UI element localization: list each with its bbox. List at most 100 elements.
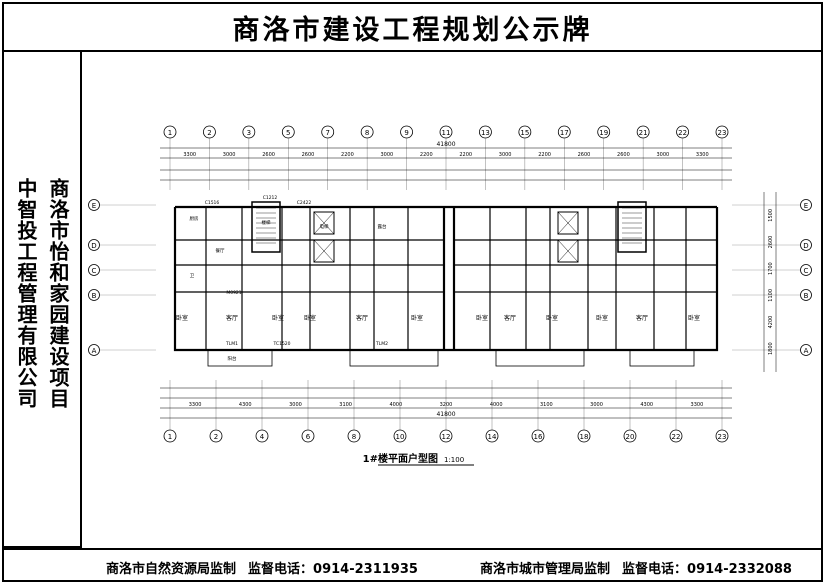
elevator-shaft: [313, 211, 335, 235]
room-label: 卧室: [596, 314, 608, 322]
axis-letter-side: E: [804, 202, 808, 210]
axis-letter-side: B: [92, 292, 97, 300]
footer: 商洛市自然资源局监制监督电话：0914-2311935 商洛市城市管理局监制监督…: [2, 548, 823, 582]
axis-number-bottom: 10: [396, 433, 405, 441]
axis-bubble-side: [88, 199, 100, 211]
dimension-text-right: 1700: [768, 262, 774, 275]
dimension-text-right: 1100: [768, 289, 774, 302]
room-label: 卧室: [176, 314, 188, 322]
elevator-shaft: [557, 211, 579, 235]
total-dimension-top: 41800: [436, 141, 455, 148]
balcony: [495, 349, 585, 367]
room-small-label: TC1520: [272, 341, 290, 347]
axis-number-top: 19: [599, 129, 608, 137]
elevator-cross: [557, 211, 579, 235]
axis-number-bottom: 22: [672, 433, 681, 441]
axis-letter-side: A: [92, 347, 97, 355]
elevator-cross: [313, 239, 335, 263]
dimension-text-top: 2600: [262, 152, 275, 158]
dimension-text-bottom: 4300: [239, 402, 252, 408]
axis-number-bottom: 20: [626, 433, 635, 441]
room-label: 客厅: [504, 314, 516, 322]
elevator-cross: [557, 239, 579, 263]
plan-caption: 1#楼平面户型图: [363, 452, 438, 465]
dimension-text-top: 3000: [499, 152, 512, 158]
axis-letter-side: D: [91, 242, 96, 250]
axis-number-bottom: 8: [352, 433, 356, 441]
dimension-text-bottom: 4000: [389, 402, 402, 408]
room-small-label: C1516: [205, 200, 220, 206]
dimension-text-right: 1500: [768, 209, 774, 222]
dimension-text-top: 2600: [578, 152, 591, 158]
room-small-label: C1212: [263, 195, 278, 201]
supervisor-org-right: 商洛市城市管理局监制: [480, 562, 611, 577]
axis-number-top: 5: [286, 129, 290, 137]
stair-core: [251, 201, 281, 253]
axis-bubble-side: [88, 264, 100, 276]
axis-letter-side: A: [804, 347, 809, 355]
room-small-label: M0921: [226, 290, 241, 296]
axis-number-bottom: 18: [580, 433, 589, 441]
room-label: 卧室: [411, 314, 423, 322]
axis-number-bottom: 2: [214, 433, 218, 441]
axis-number-bottom: 4: [260, 433, 265, 441]
axis-number-top: 9: [404, 129, 408, 137]
plan-scale: 1:100: [444, 456, 464, 464]
axis-letter-side: C: [92, 267, 97, 275]
stair-core: [617, 201, 647, 253]
room-label: 客厅: [226, 314, 238, 322]
dimension-text-bottom: 3100: [540, 402, 553, 408]
axis-number-bottom: 23: [718, 433, 727, 441]
phone-label-right: 监督电话：: [622, 562, 688, 577]
axis-number-top: 15: [520, 129, 529, 137]
dimension-text-bottom: 4000: [490, 402, 503, 408]
dimension-text-top: 2200: [538, 152, 551, 158]
exterior-wall: [173, 207, 719, 352]
axis-number-top: 1: [168, 129, 172, 137]
axis-number-top: 3: [247, 129, 251, 137]
dimension-text-bottom: 3200: [440, 402, 453, 408]
axis-bubble-side: [800, 289, 812, 301]
company-name: 中智投工程管理有限公司: [14, 178, 38, 409]
dimension-text-bottom: 3000: [289, 402, 302, 408]
axis-bubble-side: [800, 239, 812, 251]
dimension-text-bottom: 4300: [640, 402, 653, 408]
axis-number-bottom: 12: [442, 433, 451, 441]
dimension-text-top: 2200: [459, 152, 472, 158]
phone-label-left: 监督电话：: [248, 562, 314, 577]
dimension-text-top: 3300: [696, 152, 709, 158]
axis-number-top: 22: [678, 129, 687, 137]
dimension-text-top: 2200: [341, 152, 354, 158]
axis-letter-side: E: [92, 202, 96, 210]
room-label: 卧室: [546, 314, 558, 322]
total-dimension-bottom: 41800: [436, 411, 455, 418]
room-small-label: C2422: [297, 200, 312, 206]
axis-number-top: 17: [560, 129, 569, 137]
dimension-text-top: 3000: [223, 152, 236, 158]
room-small-label: TLM1: [225, 341, 238, 347]
dimension-text-top: 3300: [183, 152, 196, 158]
room-small-label: 电梯: [320, 223, 329, 230]
elevator-cross: [313, 211, 335, 235]
room-label: 卧室: [304, 314, 316, 322]
dimension-text-top: 3000: [656, 152, 669, 158]
dimension-text-top: 3000: [380, 152, 393, 158]
phone-left: 0914-2311935: [313, 562, 418, 577]
balcony: [629, 349, 695, 367]
axis-number-top: 23: [718, 129, 727, 137]
room-small-label: 厨房: [190, 215, 199, 222]
project-name: 商洛市怡和家园建设项目: [46, 178, 70, 409]
dimension-text-right: 4200: [768, 316, 774, 329]
axis-letter-side: B: [804, 292, 809, 300]
axis-number-top: 13: [481, 129, 490, 137]
axis-bubble-side: [800, 199, 812, 211]
axis-number-top: 11: [442, 129, 451, 137]
dimension-text-bottom: 3300: [691, 402, 704, 408]
dimension-text-right: 1800: [768, 342, 774, 355]
dimension-text-top: 2200: [420, 152, 433, 158]
room-label: 卧室: [272, 314, 284, 322]
axis-number-top: 2: [207, 129, 211, 137]
